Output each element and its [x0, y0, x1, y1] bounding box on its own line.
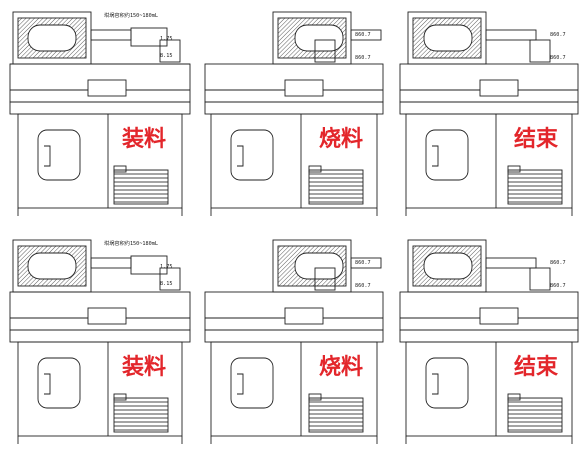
stage-label-load: 装料: [122, 127, 166, 152]
dimension-label: 1.75: [160, 264, 173, 270]
dimension-label: 860.7: [550, 260, 566, 266]
panel-end-row2: 860.7 860.7 结束: [399, 239, 579, 444]
crucible-volume-note: 坩埚容积约150~180mL: [104, 11, 158, 19]
dimension-label: 1.75: [160, 36, 173, 42]
stage-label-firing: 烧料: [319, 355, 363, 380]
furnace-machine-drawing: [399, 11, 579, 216]
stage-label-load: 装料: [122, 355, 166, 380]
furnace-machine-drawing: [399, 239, 579, 444]
stage-label-end: 结束: [514, 126, 559, 152]
dimension-label: 860.7: [355, 260, 371, 266]
dimension-label: 8.15: [160, 53, 173, 59]
panel-load-row2: 坩埚容积约150~180mL 1.75 8.15 装料: [9, 239, 191, 444]
dimension-label: 860.7: [355, 283, 371, 289]
dimension-label: 860.7: [550, 55, 566, 61]
panel-load-row1: 坩埚容积约150~180mL 1.75 8.15 装料: [9, 11, 191, 216]
furnace-machine-drawing: [9, 239, 191, 444]
panel-firing-row1: 860.7 860.7 烧料: [204, 11, 384, 216]
panel-firing-row2: 860.7 860.7 烧料: [204, 239, 384, 444]
dimension-label: 8.15: [160, 281, 173, 287]
stage-label-end: 结束: [514, 354, 559, 380]
furnace-machine-drawing: [204, 11, 384, 216]
panel-end-row1: 860.7 860.7 结束: [399, 11, 579, 216]
furnace-machine-drawing: [204, 239, 384, 444]
furnace-machine-drawing: [9, 11, 191, 216]
dimension-label: 860.7: [550, 32, 566, 38]
crucible-volume-note: 坩埚容积约150~180mL: [104, 239, 158, 247]
dimension-label: 860.7: [550, 283, 566, 289]
stage-label-firing: 烧料: [319, 127, 363, 152]
dimension-label: 860.7: [355, 32, 371, 38]
dimension-label: 860.7: [355, 55, 371, 61]
